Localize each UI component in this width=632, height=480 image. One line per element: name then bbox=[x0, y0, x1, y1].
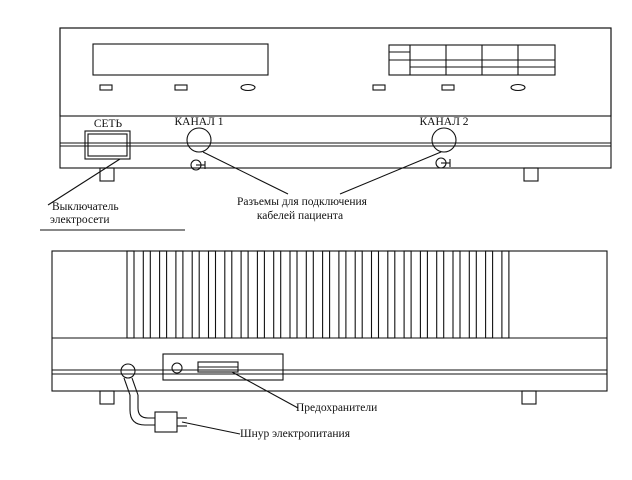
fuse-block[interactable] bbox=[162, 353, 284, 381]
indicator-lamp bbox=[174, 84, 188, 91]
heatsink-fin bbox=[501, 250, 510, 339]
callout-fuses-text: Предохранители bbox=[296, 402, 378, 414]
heatsink-fin bbox=[338, 250, 347, 339]
indicator-lamp bbox=[99, 84, 113, 91]
callout-switch-text-line1: Выключатель bbox=[52, 201, 119, 213]
front-foot-right bbox=[523, 167, 539, 182]
callout-line-ch2 bbox=[339, 151, 442, 195]
heatsink-fins bbox=[126, 250, 510, 339]
heatsink-fin bbox=[452, 250, 461, 339]
rear-panel bbox=[51, 250, 608, 435]
heatsink-fin bbox=[256, 250, 265, 339]
heatsink-fin bbox=[207, 250, 217, 339]
channel-1-label: КАНАЛ 1 bbox=[174, 116, 224, 128]
heatsink-fin bbox=[403, 250, 412, 339]
power-switch[interactable] bbox=[84, 130, 131, 160]
heatsink-fin bbox=[126, 250, 135, 339]
ground-symbol-icon bbox=[190, 159, 206, 171]
callout-connectors-text-line1: Разъемы для подключения bbox=[237, 196, 367, 208]
front-panel bbox=[40, 27, 612, 231]
heatsink-fin bbox=[322, 250, 331, 339]
heatsink-fin bbox=[485, 250, 494, 339]
channel-1-connector[interactable] bbox=[186, 127, 212, 153]
display-bezel bbox=[59, 27, 612, 117]
channel-2-label: КАНАЛ 2 bbox=[419, 116, 469, 128]
indicator-lamp bbox=[510, 83, 526, 92]
heatsink-fin bbox=[159, 250, 168, 339]
callout-switch-text-line2: электросети bbox=[50, 214, 110, 226]
heatsink-fin bbox=[289, 250, 298, 339]
front-foot-left bbox=[99, 167, 115, 182]
heatsink-fin bbox=[354, 250, 363, 339]
power-cord bbox=[120, 363, 155, 426]
ground-symbol-icon bbox=[435, 157, 451, 169]
power-switch-label: СЕТЬ bbox=[93, 118, 123, 130]
display-grid-right bbox=[388, 44, 556, 76]
indicator-lamp bbox=[441, 84, 455, 91]
heatsink-fin bbox=[224, 250, 233, 339]
heatsink-fin bbox=[468, 250, 477, 339]
heatsink-fin bbox=[419, 250, 428, 339]
front-panel-outline bbox=[59, 27, 612, 169]
rear-foot-left bbox=[99, 390, 115, 405]
callout-line-switch bbox=[47, 158, 121, 206]
callout-cord-text: Шнур электропитания bbox=[240, 428, 350, 440]
heatsink-fin bbox=[175, 250, 184, 339]
heatsink-fin bbox=[240, 250, 249, 339]
callout-line-cord bbox=[181, 421, 241, 435]
callout-line-fuses bbox=[231, 371, 299, 409]
heatsink-fin bbox=[387, 250, 396, 339]
heatsink-fin bbox=[370, 250, 380, 339]
callout-connectors-text-line2: кабелей пациента bbox=[256, 210, 344, 222]
indicator-lamp bbox=[372, 84, 386, 91]
power-plug-icon bbox=[154, 411, 187, 433]
heatsink-fin bbox=[436, 250, 445, 339]
display-window-left bbox=[92, 43, 269, 76]
indicator-lamp bbox=[240, 83, 256, 92]
rear-foot-right bbox=[521, 390, 537, 405]
heatsink-fin bbox=[273, 250, 282, 339]
heatsink-fin bbox=[191, 250, 200, 339]
callout-line-ch1 bbox=[202, 151, 289, 195]
heatsink-fin bbox=[142, 250, 151, 339]
heatsink-fin bbox=[305, 250, 314, 339]
channel-2-connector[interactable] bbox=[431, 127, 457, 153]
